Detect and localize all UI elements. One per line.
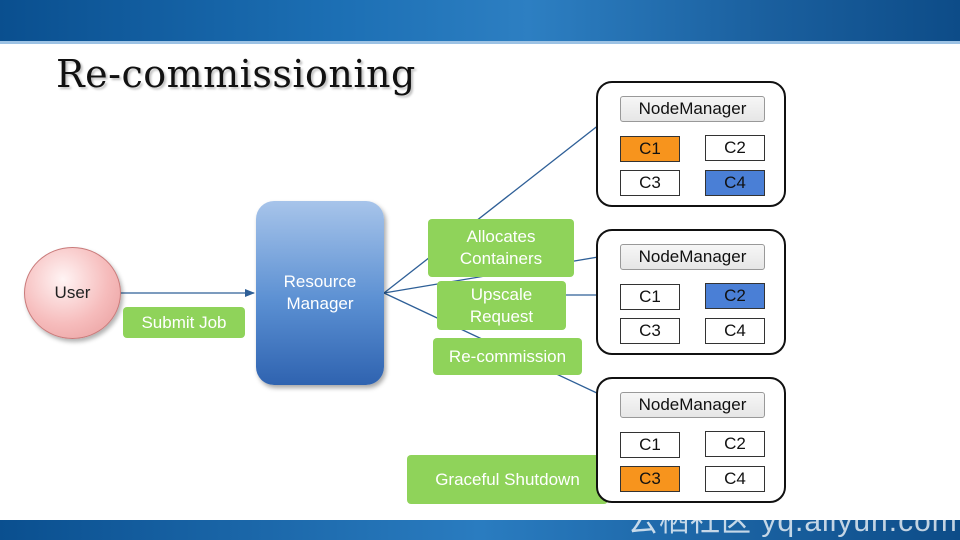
- user-label: User: [54, 283, 91, 302]
- node-manager-1: NodeManager C1 C2 C3 C4: [596, 81, 786, 207]
- container-c2: C2: [705, 283, 765, 309]
- node-manager-label: NodeManager: [620, 244, 765, 270]
- resource-manager-node: Resource Manager: [256, 201, 384, 385]
- watermark: 云栖社区 yq.aliyun.com: [628, 505, 958, 538]
- recommission-box: Re-commission: [433, 338, 582, 375]
- arrow-rm-to-nm1: [383, 109, 619, 294]
- container-c3: C3: [620, 170, 680, 196]
- allocates-line2: Containers: [459, 249, 543, 268]
- allocates-line1: Allocates: [466, 227, 536, 246]
- rm-label-line2: Manager: [286, 294, 354, 313]
- rm-label-line1: Resource: [283, 272, 357, 291]
- node-manager-label: NodeManager: [620, 96, 765, 122]
- node-manager-2: NodeManager C1 C2 C3 C4: [596, 229, 786, 355]
- submit-job-label: Submit Job: [141, 312, 227, 332]
- container-c1: C1: [620, 136, 680, 162]
- container-c1: C1: [620, 284, 680, 310]
- upscale-request-box: Upscale Request: [437, 281, 566, 330]
- container-c2: C2: [705, 135, 765, 161]
- container-c4: C4: [705, 170, 765, 196]
- graceful-shutdown-box: Graceful Shutdown: [407, 455, 608, 504]
- submit-job-box: Submit Job: [123, 307, 245, 338]
- footer-band: [0, 520, 960, 540]
- node-manager-label: NodeManager: [620, 392, 765, 418]
- recommission-label: Re-commission: [448, 346, 567, 366]
- header-band: [0, 0, 960, 44]
- container-c4: C4: [705, 318, 765, 344]
- node-manager-3: NodeManager C1 C2 C3 C4: [596, 377, 786, 503]
- graceful-shutdown-label: Graceful Shutdown: [435, 469, 580, 489]
- allocates-containers-box: Allocates Containers: [428, 219, 574, 277]
- slide-title: Re-commissioning: [56, 52, 416, 96]
- user-node: User: [24, 247, 121, 339]
- container-c3: C3: [620, 318, 680, 344]
- container-c4: C4: [705, 466, 765, 492]
- container-c3: C3: [620, 466, 680, 492]
- container-c1: C1: [620, 432, 680, 458]
- upscale-line2: Request: [469, 306, 534, 326]
- container-c2: C2: [705, 431, 765, 457]
- upscale-line1: Upscale: [470, 284, 533, 304]
